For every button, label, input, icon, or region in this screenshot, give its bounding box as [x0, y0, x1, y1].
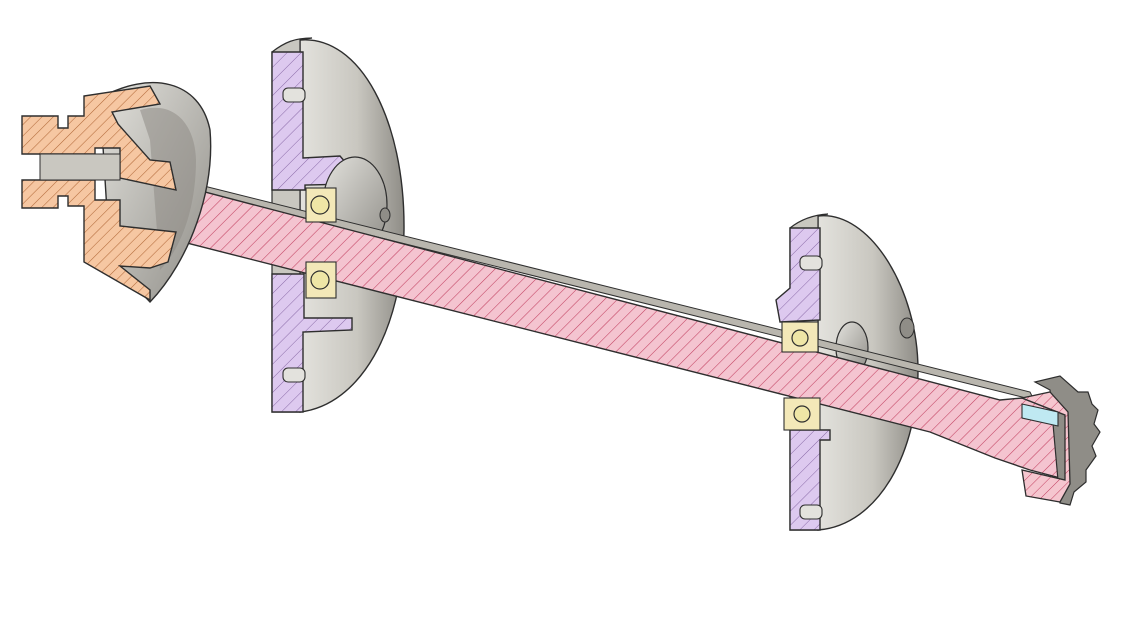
right-flange-section-upper [775, 227, 821, 323]
right-bearing-lower [783, 397, 821, 431]
coupling-bore [39, 153, 121, 181]
gear-key [1021, 403, 1059, 427]
right-bearing-lower-ball [793, 405, 811, 423]
right-flange-screw-hole [899, 317, 915, 339]
right-flange-bolt-hole-bottom [799, 504, 823, 520]
right-bearing-upper-ball [791, 329, 809, 347]
left-flange-bolt-hole-top [282, 87, 306, 103]
shaft-section [119, 177, 1069, 481]
left-bearing-upper-ball [310, 195, 330, 215]
left-bearing-lower [305, 261, 337, 299]
right-flange-bolt-hole-top [799, 255, 823, 271]
coupling-hub [21, 81, 212, 304]
left-bearing-lower-ball [310, 270, 330, 290]
spur-gear [1019, 375, 1101, 506]
left-flange-screw-hole [379, 207, 391, 223]
shaft [119, 177, 1069, 481]
right-flange-section-lower [789, 429, 831, 531]
coupling-section-lower [21, 179, 177, 302]
right-bearing-upper [781, 321, 819, 353]
gear-section [1019, 391, 1071, 503]
left-flange-bolt-hole-bottom [282, 367, 306, 383]
coupling-section-upper [21, 85, 177, 191]
left-bearing-upper [305, 187, 337, 223]
